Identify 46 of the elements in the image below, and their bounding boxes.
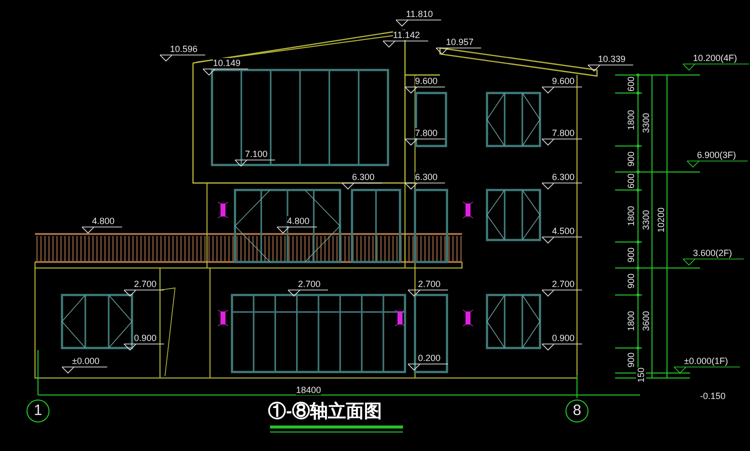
dimension-value: 900 <box>626 247 636 263</box>
elevation-value: 10.339 <box>598 54 626 64</box>
drawing-title: ①-⑧轴立面图 <box>268 400 382 422</box>
dimension-value: -0.150 <box>700 391 726 401</box>
dimension-value: 150 <box>636 367 646 383</box>
elevation-value: 0.900 <box>552 333 575 343</box>
dimension-value: 3600 <box>641 310 651 332</box>
dimension-value: 900 <box>626 151 636 167</box>
elevation-value: 7.100 <box>245 149 268 159</box>
elevation-value: ±0.000(1F) <box>684 356 728 366</box>
elevation-value: ±0.000 <box>72 356 100 366</box>
dimension-value: 600 <box>626 76 636 92</box>
dimension-value: 600 <box>626 173 636 189</box>
dimension-value: 3300 <box>641 112 651 134</box>
elevation-value: 2.700 <box>298 279 321 289</box>
elevation-value: 4.800 <box>92 216 115 226</box>
dimension-value: 1800 <box>626 310 636 332</box>
elevation-value: 7.800 <box>552 128 575 138</box>
dimension-value: 18400 <box>296 385 322 395</box>
elevation-value: 10.596 <box>170 44 198 54</box>
elevation-value: 0.200 <box>418 353 441 363</box>
dimension-value: 900 <box>626 273 636 289</box>
elevation-value: 6.300 <box>415 172 438 182</box>
elevation-value: 4.500 <box>552 226 575 236</box>
elevation-value: 9.600 <box>415 76 438 86</box>
dimension-value: 1800 <box>626 206 636 226</box>
dimension-value: 3300 <box>641 210 651 230</box>
elevation-value: 10.957 <box>446 37 474 47</box>
elevation-value: 3.600(2F) <box>693 248 732 258</box>
elevation-value: 0.900 <box>134 333 157 343</box>
dimension-value: 1800 <box>626 110 636 130</box>
elevation-value: 4.800 <box>287 216 310 226</box>
dimension-value: 10200 <box>656 207 666 233</box>
elevation-value: 11.810 <box>406 9 433 19</box>
elevation-value: 7.800 <box>415 128 438 138</box>
dimension-value: 900 <box>626 352 636 368</box>
elevation-value: 9.600 <box>552 76 575 86</box>
elevation-value: 2.700 <box>418 279 441 289</box>
elevation-value: 11.142 <box>393 30 420 40</box>
elevation-value: 10.149 <box>213 58 241 68</box>
elevation-value: 6.300 <box>352 172 375 182</box>
elevation-value: 6.900(3F) <box>697 150 736 160</box>
elevation-value: 6.300 <box>552 172 575 182</box>
elevation-value: 2.700 <box>552 279 575 289</box>
elevation-value: 2.700 <box>134 279 157 289</box>
elevation-value: 10.200(4F) <box>693 53 738 63</box>
